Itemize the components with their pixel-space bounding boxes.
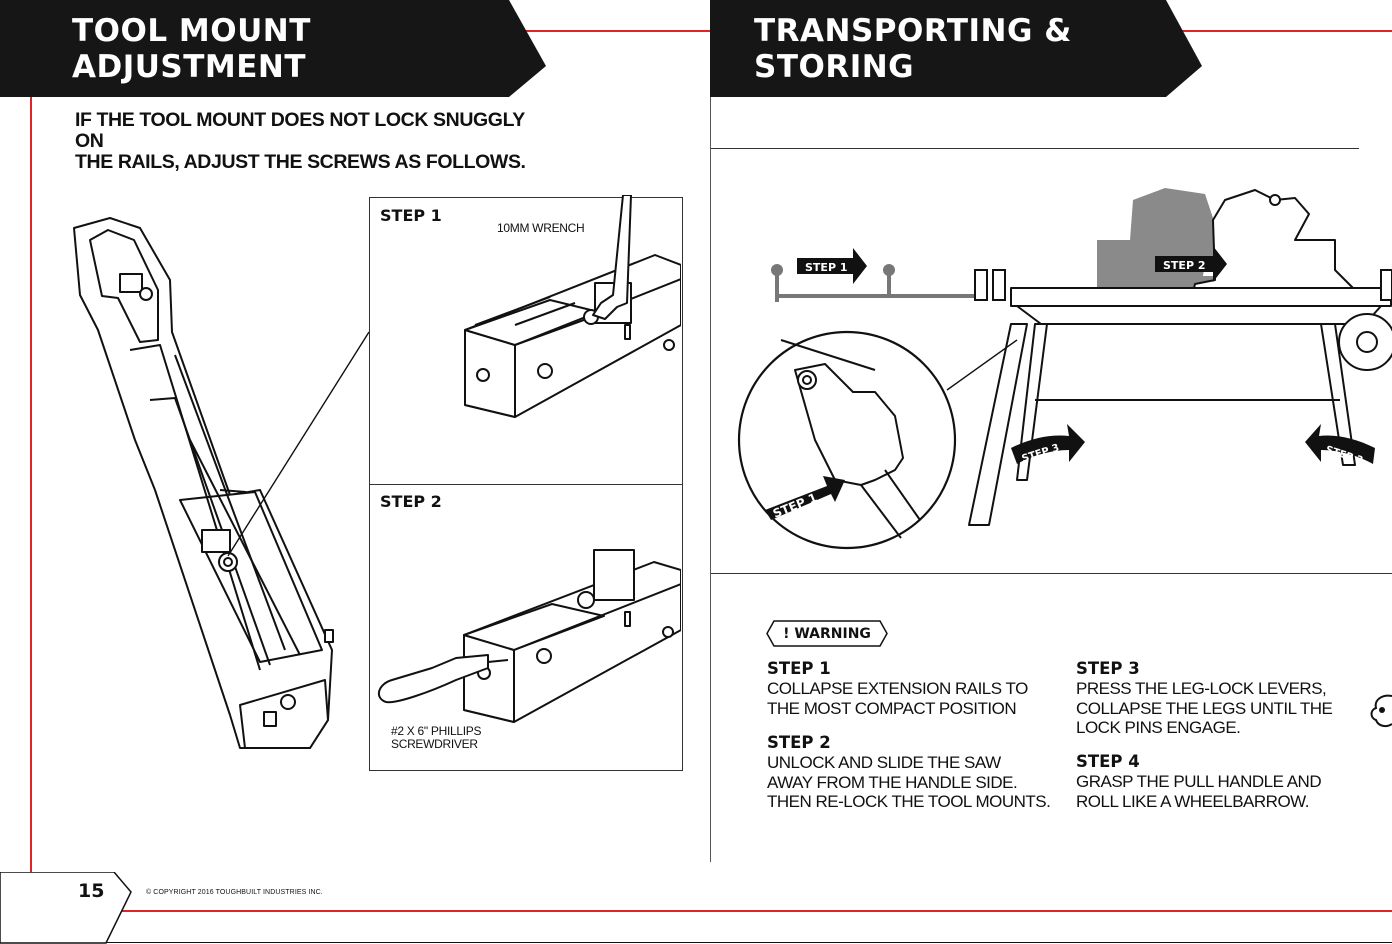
instruction-heading: STEP 1 (767, 659, 831, 678)
step-1-label: STEP 1 (380, 206, 442, 225)
step-2-tool-line-2: SCREWDRIVER (391, 737, 478, 751)
step-2-screwdriver-illustration (377, 549, 681, 723)
step-2-label: STEP 2 (380, 492, 442, 511)
instruction-line: ROLL LIKE A WHEELBARROW. (1076, 791, 1310, 811)
instruction-line: AWAY FROM THE HANDLE SIDE. (767, 772, 1018, 792)
instruction-step-1: STEP 1 COLLAPSE EXTENSION RAILS TO THE M… (767, 659, 1067, 718)
figure-step-2-label: STEP 2 (1163, 259, 1206, 272)
right-separator-middle (711, 573, 1392, 574)
transport-stand-illustration: STEP 1 STEP 2 STEP 3 STEP 3 STEP 1 (737, 188, 1392, 550)
instruction-line: COLLAPSE THE LEGS UNTIL THE (1076, 698, 1333, 718)
instruction-line: COLLAPSE EXTENSION RAILS TO (767, 679, 1028, 698)
right-page-title-banner: TRANSPORTING & STORING (710, 0, 1202, 97)
intro-line-2: THE RAILS, ADJUST THE SCREWS AS FOLLOWS. (75, 151, 526, 173)
red-trim-left (30, 30, 32, 912)
instruction-line: THEN RE-LOCK THE TOOL MOUNTS. (767, 792, 1051, 811)
instruction-step-4: STEP 4 GRASP THE PULL HANDLE AND ROLL LI… (1076, 752, 1376, 811)
step-2-tool-line-1: #2 X 6" PHILLIPS (391, 724, 482, 738)
right-page-title: TRANSPORTING & STORING (754, 12, 1072, 85)
instruction-line: PRESS THE LEG-LOCK LEVERS, (1076, 679, 1327, 698)
detail-callout-line (227, 331, 370, 557)
instruction-line: LOCK PINS ENGAGE. (1076, 718, 1241, 737)
instruction-line: GRASP THE PULL HANDLE AND (1076, 772, 1322, 791)
clamp-icon (1370, 694, 1392, 728)
left-page-title-banner: TOOL MOUNT ADJUSTMENT (0, 0, 546, 97)
step-1-wrench-illustration (464, 195, 681, 418)
instruction-step-2: STEP 2 UNLOCK AND SLIDE THE SAW AWAY FRO… (767, 733, 1067, 812)
left-page-title: TOOL MOUNT ADJUSTMENT (72, 12, 311, 85)
page-divider (710, 97, 711, 862)
intro-line-1: IF THE TOOL MOUNT DOES NOT LOCK SNUGGLY … (75, 109, 525, 152)
warning-label: ! WARNING (783, 625, 871, 642)
footer-rule (106, 942, 1392, 943)
instruction-heading: STEP 4 (1076, 752, 1140, 771)
intro-text: IF THE TOOL MOUNT DOES NOT LOCK SNUGGLY … (75, 110, 545, 173)
right-separator-top (711, 148, 1359, 149)
page-number: 15 (78, 880, 105, 902)
step-2-tool-callout: #2 X 6" PHILLIPS SCREWDRIVER (391, 725, 481, 751)
copyright-text: © COPYRIGHT 2016 TOUGHBUILT INDUSTRIES I… (146, 889, 323, 896)
instruction-line: UNLOCK AND SLIDE THE SAW (767, 753, 1001, 772)
instruction-heading: STEP 3 (1076, 659, 1140, 678)
instruction-line: THE MOST COMPACT POSITION (767, 698, 1017, 718)
figure-step-1-rail-label: STEP 1 (805, 261, 848, 274)
instruction-step-3: STEP 3 PRESS THE LEG-LOCK LEVERS, COLLAP… (1076, 659, 1376, 738)
warning-tag-shape (766, 620, 888, 647)
instruction-heading: STEP 2 (767, 733, 831, 752)
tool-mount-illustration (73, 217, 334, 749)
step-1-tool-callout: 10MM WRENCH (497, 221, 585, 235)
footer-page-tab (0, 872, 132, 944)
red-trim-bottom (30, 910, 1392, 912)
